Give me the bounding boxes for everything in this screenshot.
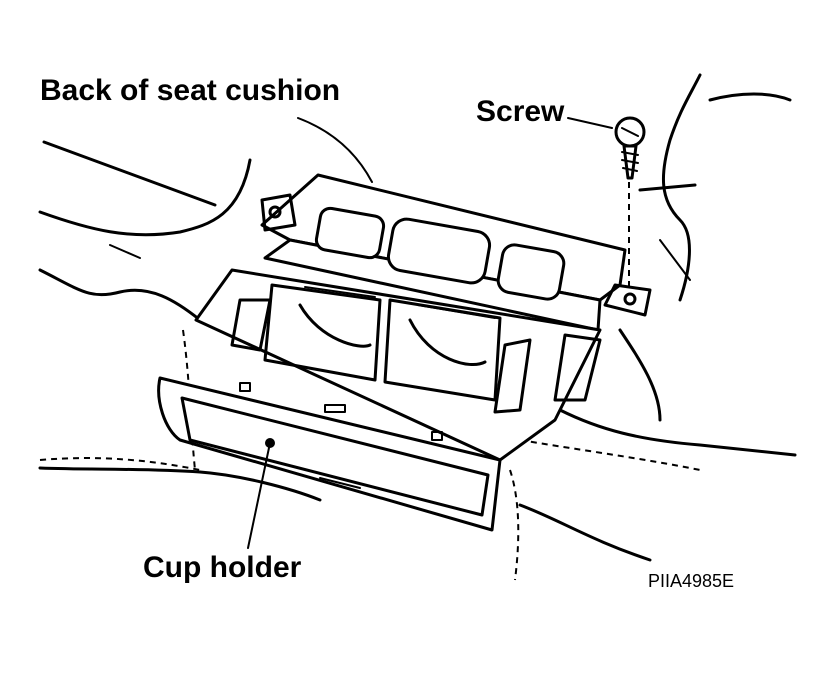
figure-id: PIIA4985E <box>648 571 735 591</box>
screw-leader <box>567 117 613 129</box>
screw-icon <box>614 116 646 290</box>
label-cup-holder: Cup holder <box>143 551 302 584</box>
label-screw: Screw <box>476 95 565 128</box>
label-back-of-seat-cushion: Back of seat cushion <box>40 74 341 107</box>
cup-holder-leader <box>247 442 271 549</box>
leader-lines <box>247 117 613 549</box>
cup-holder-body <box>194 268 602 462</box>
seat-cushion-leader <box>297 117 373 183</box>
seat-outline <box>38 73 797 562</box>
bracket-frame <box>260 173 652 332</box>
